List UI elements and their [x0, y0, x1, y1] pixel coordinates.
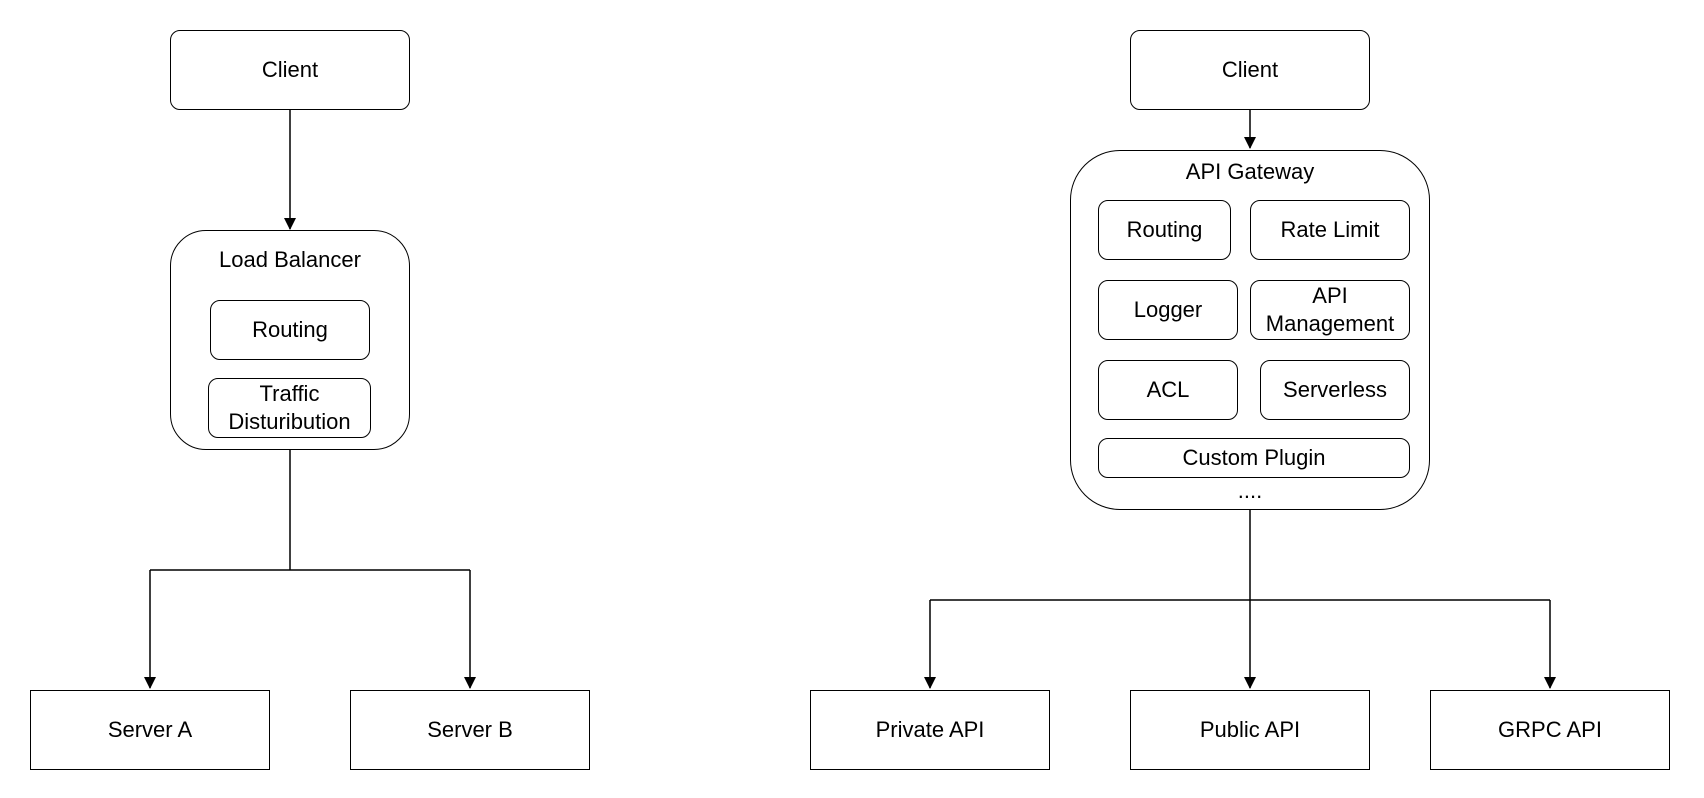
server-a-node[interactable]: Server A	[30, 690, 270, 770]
private-api-node[interactable]: Private API	[810, 690, 1050, 770]
gw-acl-module[interactable]: ACL	[1098, 360, 1238, 420]
public-api-node[interactable]: Public API	[1130, 690, 1370, 770]
gw-routing-module[interactable]: Routing	[1098, 200, 1231, 260]
gw-client-node[interactable]: Client	[1130, 30, 1370, 110]
lb-routing-module[interactable]: Routing	[210, 300, 370, 360]
lb-client-node[interactable]: Client	[170, 30, 410, 110]
api-gateway-title: API Gateway	[1185, 159, 1315, 184]
server-b-node[interactable]: Server B	[350, 690, 590, 770]
gw-rate-limit-module[interactable]: Rate Limit	[1250, 200, 1410, 260]
gw-api-management-module[interactable]: API Management	[1250, 280, 1410, 340]
gw-serverless-module[interactable]: Serverless	[1260, 360, 1410, 420]
gw-more-ellipsis: ....	[1237, 478, 1263, 503]
grpc-api-node[interactable]: GRPC API	[1430, 690, 1670, 770]
gw-custom-plugin-module[interactable]: Custom Plugin	[1098, 438, 1410, 478]
gw-logger-module[interactable]: Logger	[1098, 280, 1238, 340]
lb-traffic-module[interactable]: Traffic Disturibution	[208, 378, 371, 438]
load-balancer-title: Load Balancer	[219, 247, 361, 272]
